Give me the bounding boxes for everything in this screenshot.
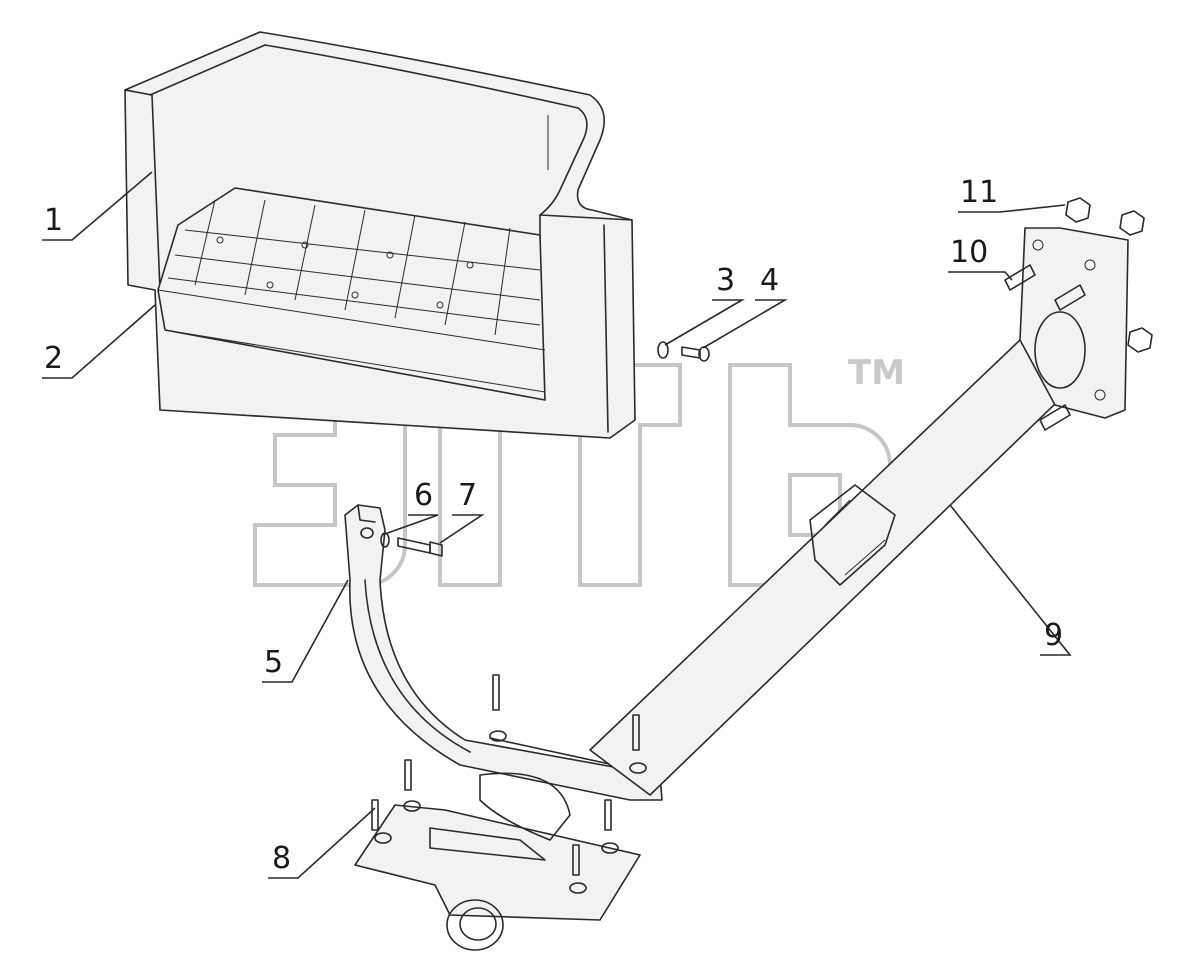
callout-8: 8: [272, 841, 291, 876]
leader-1: [42, 171, 153, 241]
callout-2: 2: [44, 341, 63, 376]
leader-6: [381, 514, 439, 536]
callout-5: 5: [264, 645, 283, 680]
callout-7: 7: [458, 478, 477, 513]
callout-9: 9: [1044, 618, 1063, 653]
callout-1: 1: [44, 203, 63, 238]
callout-leaders: [42, 171, 1072, 879]
part-nuts-11: [1065, 197, 1153, 353]
part-bolts-10: [1004, 264, 1086, 431]
callout-6: 6: [414, 478, 433, 513]
leader-9: [949, 504, 1072, 656]
leader-2: [42, 304, 156, 379]
leader-3: [664, 299, 745, 346]
callout-11: 11: [960, 175, 998, 210]
part-bolt-4: [681, 346, 710, 362]
leader-10: [948, 271, 1013, 281]
part-bolts-8: [371, 674, 647, 894]
part-washer-6: [380, 532, 390, 548]
callout-numbers: 1 2 3 4 5 6 7 8 9 10 11: [44, 175, 1063, 876]
leader-11: [958, 204, 1066, 213]
part-bolt-7: [397, 537, 443, 557]
leader-8: [268, 807, 376, 879]
leader-4: [702, 299, 788, 349]
callout-3: 3: [716, 263, 735, 298]
part-base-plate: [354, 772, 641, 951]
part-tube: [589, 339, 1086, 796]
callout-4: 4: [760, 263, 779, 298]
part-grated-tread: [157, 187, 546, 401]
watermark-tm: TM: [848, 353, 905, 393]
part-flange-bracket: [1019, 227, 1129, 419]
leader-7: [439, 514, 485, 544]
leader-5: [262, 579, 349, 683]
callout-10: 10: [950, 235, 988, 270]
part-washer-3: [657, 341, 669, 359]
